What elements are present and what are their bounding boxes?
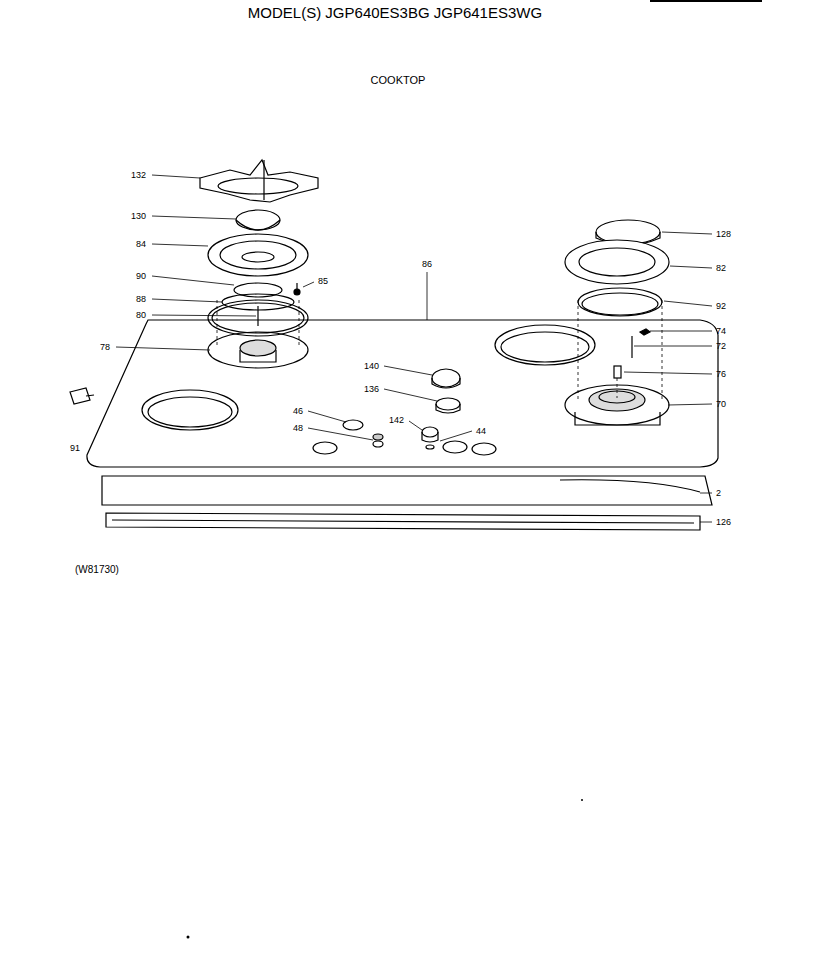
callout-number: 72 [716,342,726,351]
callout-number: 91 [70,444,80,453]
callout-number: 80 [136,311,146,320]
callout-number: 82 [716,264,726,273]
callout-number: 74 [716,327,726,336]
callout-number: 78 [100,343,110,352]
callout-number: 132 [131,171,146,180]
callout-number: 84 [136,240,146,249]
callout-number: 2 [716,489,721,498]
callout-number: 70 [716,400,726,409]
callout-number: 128 [716,230,731,239]
callout-number: 44 [476,427,486,436]
callout-number: 136 [364,385,379,394]
callout-number: 140 [364,362,379,371]
drawing-number: (W81730) [75,565,119,575]
callout-number: 126 [716,518,731,527]
section-heading: COOKTOP [371,75,426,86]
callout-number: 88 [136,295,146,304]
callout-number: 142 [389,416,404,425]
callout-number: 48 [293,424,303,433]
callout-number: 86 [422,260,432,269]
callout-number: 85 [318,277,328,286]
callout-number: 76 [716,370,726,379]
callout-number: 92 [716,302,726,311]
callout-number: 46 [293,407,303,416]
diagram-title: MODEL(S) JGP640ES3BG JGP641ES3WG [248,5,542,20]
callout-number: 90 [136,272,146,281]
callout-number: 130 [131,212,146,221]
